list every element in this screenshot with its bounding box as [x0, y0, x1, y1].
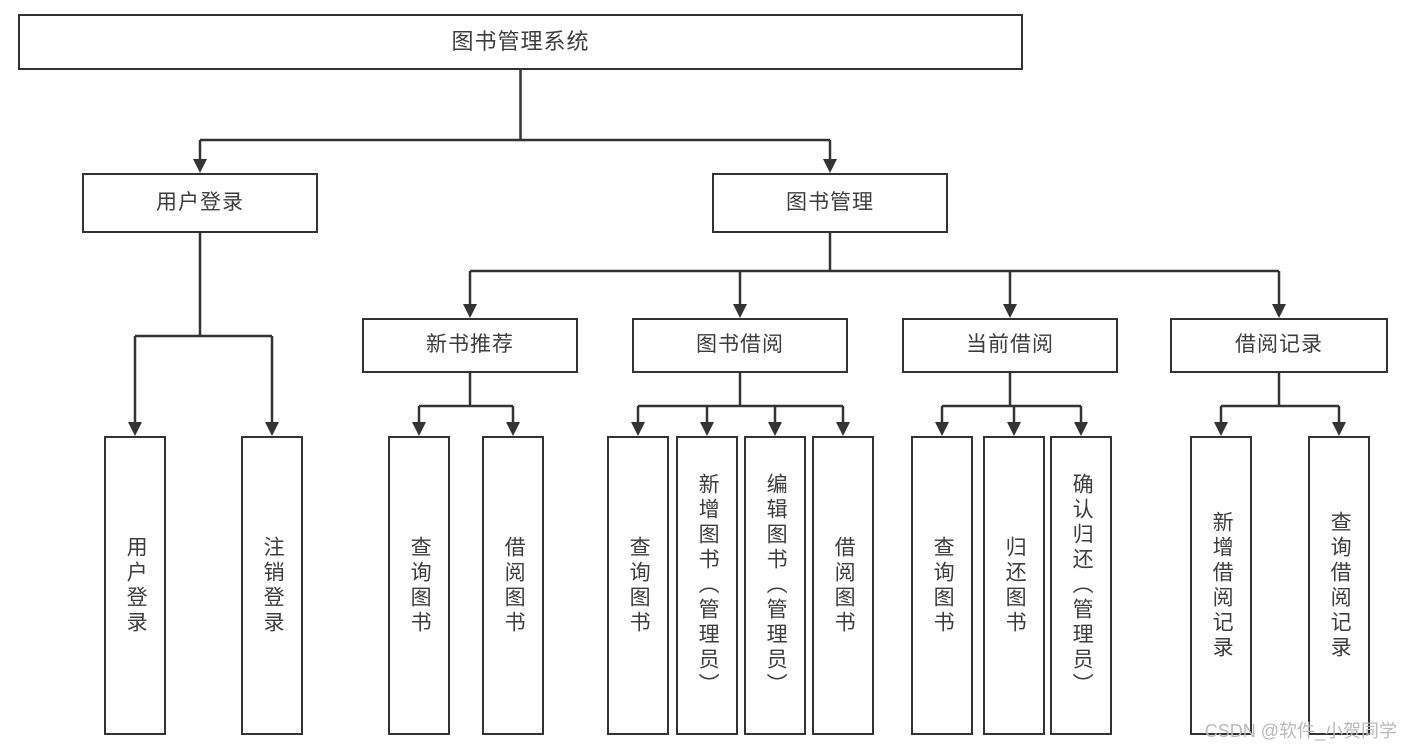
leaf-return-book[interactable]: 归还图书	[983, 436, 1045, 735]
node-user-login-label: 用户登录	[156, 190, 244, 214]
leaf-return-book-label: 归还图书	[1003, 535, 1027, 636]
leaf-confirm-return-admin-label: 确认归还（管理员）	[1070, 473, 1094, 698]
node-current-borrow[interactable]: 当前借阅	[902, 318, 1118, 373]
leaf-query-book-current-label: 查询图书	[931, 535, 955, 636]
leaf-edit-book-admin[interactable]: 编辑图书（管理员）	[744, 436, 806, 735]
node-root-label: 图书管理系统	[451, 29, 590, 55]
leaf-query-book-rec[interactable]: 查询图书	[388, 436, 450, 735]
node-book-management-label: 图书管理	[786, 190, 874, 214]
leaf-query-borrow-record[interactable]: 查询借阅记录	[1308, 436, 1370, 735]
leaf-borrow-book[interactable]: 借阅图书	[812, 436, 874, 735]
leaf-query-book-current[interactable]: 查询图书	[911, 436, 973, 735]
node-borrow-record-label: 借阅记录	[1235, 333, 1323, 357]
node-new-book-recommend-label: 新书推荐	[426, 333, 514, 357]
node-new-book-recommend[interactable]: 新书推荐	[362, 318, 578, 373]
node-borrow-record[interactable]: 借阅记录	[1170, 318, 1388, 373]
node-book-management[interactable]: 图书管理	[712, 173, 948, 233]
leaf-borrow-book-label: 借阅图书	[832, 535, 856, 636]
leaf-add-book-admin-label: 新增图书（管理员）	[696, 473, 720, 698]
node-book-borrow[interactable]: 图书借阅	[632, 318, 848, 373]
node-book-borrow-label: 图书借阅	[696, 333, 784, 357]
leaf-user-login-label: 用户登录	[124, 535, 148, 636]
leaf-query-borrow-record-label: 查询借阅记录	[1328, 510, 1352, 661]
leaf-borrow-book-rec-label: 借阅图书	[502, 535, 526, 636]
leaf-add-borrow-record-label: 新增借阅记录	[1210, 510, 1234, 661]
leaf-user-login[interactable]: 用户登录	[104, 436, 166, 735]
leaf-borrow-book-rec[interactable]: 借阅图书	[482, 436, 544, 735]
leaf-confirm-return-admin[interactable]: 确认归还（管理员）	[1050, 436, 1112, 735]
leaf-query-book-borrow[interactable]: 查询图书	[607, 436, 669, 735]
watermark: CSDN @软件_小贺同学	[1204, 721, 1397, 741]
node-root[interactable]: 图书管理系统	[18, 14, 1023, 70]
node-current-borrow-label: 当前借阅	[966, 333, 1054, 357]
leaf-logout-label: 注销登录	[261, 535, 285, 636]
node-user-login[interactable]: 用户登录	[82, 173, 318, 233]
leaf-query-book-borrow-label: 查询图书	[627, 535, 651, 636]
leaf-add-book-admin[interactable]: 新增图书（管理员）	[676, 436, 738, 735]
leaf-add-borrow-record[interactable]: 新增借阅记录	[1190, 436, 1252, 735]
leaf-edit-book-admin-label: 编辑图书（管理员）	[764, 473, 788, 698]
leaf-logout[interactable]: 注销登录	[241, 436, 303, 735]
leaf-query-book-rec-label: 查询图书	[408, 535, 432, 636]
